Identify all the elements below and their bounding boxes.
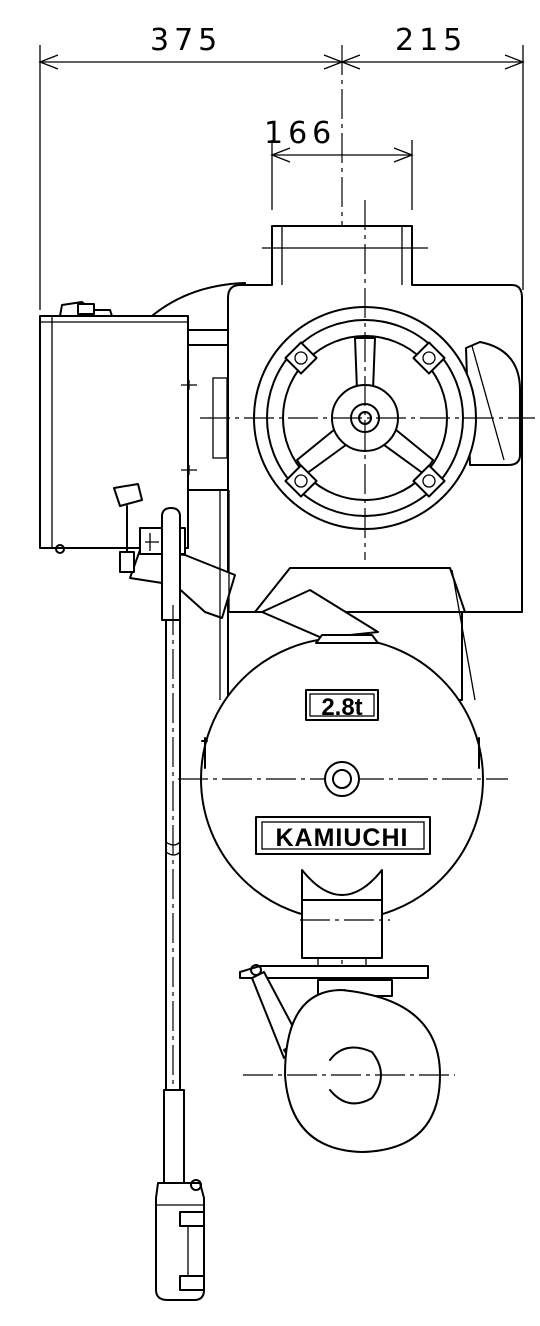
control-box [39,301,197,554]
dimension-166: 166 [264,116,414,210]
brand-label: KAMIUCHI [276,824,409,852]
gear-bolt-lug [412,341,446,375]
dimension-375: 375 [38,23,344,310]
capacity-plate [305,689,379,721]
dimension-166-label: 166 [264,116,336,151]
gear-wheel [200,200,535,560]
pendant-cable [161,507,185,1193]
gear-bolt-lug [284,464,318,498]
dimension-215-label: 215 [395,23,467,58]
brand-plate [255,816,431,855]
dimension-375-label: 375 [150,23,222,58]
dimension-215: 215 [340,23,525,290]
hook-block [239,869,455,1153]
capacity-label: 2.8t [321,694,362,721]
hoist-drum: 2.8t KAMIUCHI [178,634,508,921]
gear-bolt-lug [412,464,446,498]
pendant-switch [155,1179,205,1301]
gear-bolt-lug [284,341,318,375]
